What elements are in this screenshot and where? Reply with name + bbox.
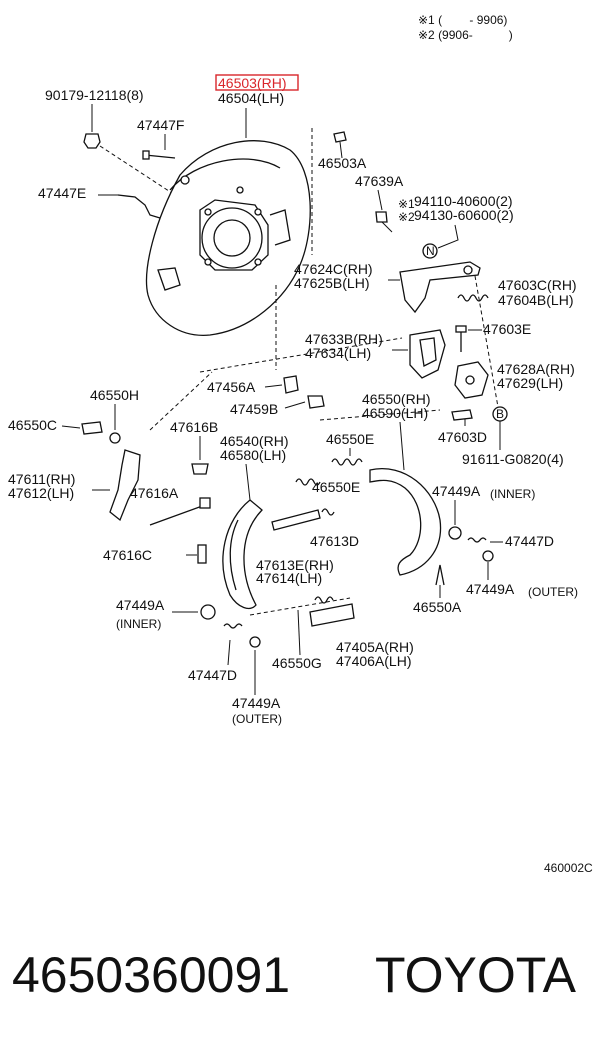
label-47612[interactable]: 47612(LH) [8, 485, 74, 501]
cable-guide-icon [191, 463, 209, 475]
spring-icon [295, 478, 321, 486]
brake-shoe-right [369, 468, 442, 576]
label-47603D[interactable]: 47603D [438, 429, 487, 445]
wheel-cylinder-icon [309, 603, 355, 627]
reference-circle-n [422, 243, 438, 259]
label-47629[interactable]: 47629(LH) [497, 375, 563, 391]
label-47616A[interactable]: 47616A [130, 485, 179, 501]
label-46503A[interactable]: 46503A [318, 155, 367, 171]
label-46550RH[interactable]: 46550(RH) [362, 391, 430, 407]
label-47449A-3[interactable]: 47449A [116, 597, 165, 613]
label-47447D-1[interactable]: 47447D [505, 533, 554, 549]
label-94110[interactable]: 94110-40600(2) [414, 193, 513, 209]
cup-icon [448, 526, 462, 540]
parts-diagram: ※1 ( - 9906) ※2 (9906- ) 46503(RH) 46504… [8, 13, 593, 875]
label-47616B[interactable]: 47616B [170, 419, 218, 435]
label-47447F[interactable]: 47447F [137, 117, 184, 133]
label-47449A-4[interactable]: 47449A [232, 695, 281, 711]
brand-name: TOYOTA [375, 947, 576, 1003]
circle-b-text: B [496, 407, 504, 421]
figure-code: 460002C [544, 861, 593, 875]
bolt-icon [333, 131, 347, 143]
spring-icon [467, 537, 487, 543]
label-46540[interactable]: 46540(RH) [220, 433, 288, 449]
label-46580[interactable]: 46580(LH) [220, 447, 286, 463]
retainer-icon [451, 409, 473, 421]
backing-plate [145, 140, 311, 336]
pin-icon [455, 325, 467, 333]
label-47603E[interactable]: 47603E [483, 321, 531, 337]
label-47405A[interactable]: 47405A(RH) [336, 639, 414, 655]
spring-icon [331, 458, 363, 466]
label-47613D[interactable]: 47613D [310, 533, 359, 549]
label-91611[interactable]: 91611-G0820(4) [462, 451, 564, 467]
adjuster-bracket [409, 329, 446, 379]
nut-icon [83, 133, 101, 149]
label-46550C[interactable]: 46550C [8, 417, 57, 433]
parking-lever [399, 261, 481, 314]
label-46550H[interactable]: 46550H [90, 387, 139, 403]
label-47449A-2[interactable]: 47449A [466, 581, 515, 597]
note-1: ※1 ( - 9906) [418, 13, 507, 27]
label-47447E[interactable]: 47447E [38, 185, 86, 201]
label-47449A-1[interactable]: 47449A [432, 483, 481, 499]
pipe-icon [117, 194, 161, 219]
cup-icon [200, 604, 216, 620]
label-47447D-2[interactable]: 47447D [188, 667, 237, 683]
label-47616C[interactable]: 47616C [103, 547, 152, 563]
label-46503[interactable]: 46503(RH) [218, 75, 286, 91]
label-47459B[interactable]: 47459B [230, 401, 278, 417]
spring-icon [457, 294, 489, 302]
bolt-icon [375, 211, 388, 223]
label-47456A[interactable]: 47456A [207, 379, 256, 395]
label-46590[interactable]: 46590(LH) [362, 405, 428, 421]
label-47633B[interactable]: 47633B(RH) [305, 331, 383, 347]
retainer-icon [482, 550, 494, 562]
label-47611[interactable]: 47611(RH) [8, 471, 75, 487]
clip-icon [81, 421, 103, 435]
label-47613E[interactable]: 47613E(RH) [256, 557, 334, 573]
label-46504[interactable]: 46504(LH) [218, 90, 284, 106]
label-outer-2: (OUTER) [232, 712, 282, 726]
washer-icon [109, 432, 121, 444]
bolt-icon [144, 154, 176, 159]
adjuster-screw-icon [149, 504, 206, 526]
spring-icon [223, 623, 243, 629]
label-inner-1: (INNER) [490, 487, 535, 501]
spring-icon [435, 564, 445, 586]
highlight-box [215, 74, 299, 91]
label-47624C[interactable]: 47624C(RH) [294, 261, 373, 277]
plug-icon [307, 395, 325, 409]
label-46550E-2[interactable]: 46550E [312, 479, 360, 495]
label-47634[interactable]: 47634(LH) [305, 345, 371, 361]
label-94130[interactable]: 94130-60600(2) [414, 207, 514, 223]
label-47628A[interactable]: 47628A(RH) [497, 361, 575, 377]
label-47625B[interactable]: 47625B(LH) [294, 275, 370, 291]
label-46550G[interactable]: 46550G [272, 655, 322, 671]
label-outer-1: (OUTER) [528, 585, 578, 599]
label-46550E-1[interactable]: 46550E [326, 431, 374, 447]
footer: 4650360091 TOYOTA [0, 930, 600, 1020]
note-2: ※2 (9906- ) [418, 28, 513, 42]
grommet-icon [283, 375, 299, 394]
label-47614[interactable]: 47614(LH) [256, 570, 322, 586]
marker-2: ※2 [398, 210, 415, 224]
label-47603C[interactable]: 47603C(RH) [498, 277, 577, 293]
parking-brake-lever [109, 449, 141, 522]
label-47639A[interactable]: 47639A [355, 173, 404, 189]
label-47604B[interactable]: 47604B(LH) [498, 292, 574, 308]
circle-n-text: N [426, 244, 435, 258]
pin-icon [197, 544, 207, 564]
retainer-icon [249, 636, 261, 648]
strut-bar-icon [271, 509, 321, 531]
marker-1: ※1 [398, 197, 415, 211]
part-number: 4650360091 [12, 947, 291, 1003]
label-46550A[interactable]: 46550A [413, 599, 462, 615]
label-47406A[interactable]: 47406A(LH) [336, 653, 412, 669]
label-90179[interactable]: 90179-12118(8) [45, 87, 144, 103]
label-inner-2: (INNER) [116, 617, 161, 631]
brake-shoe-left [222, 499, 263, 609]
